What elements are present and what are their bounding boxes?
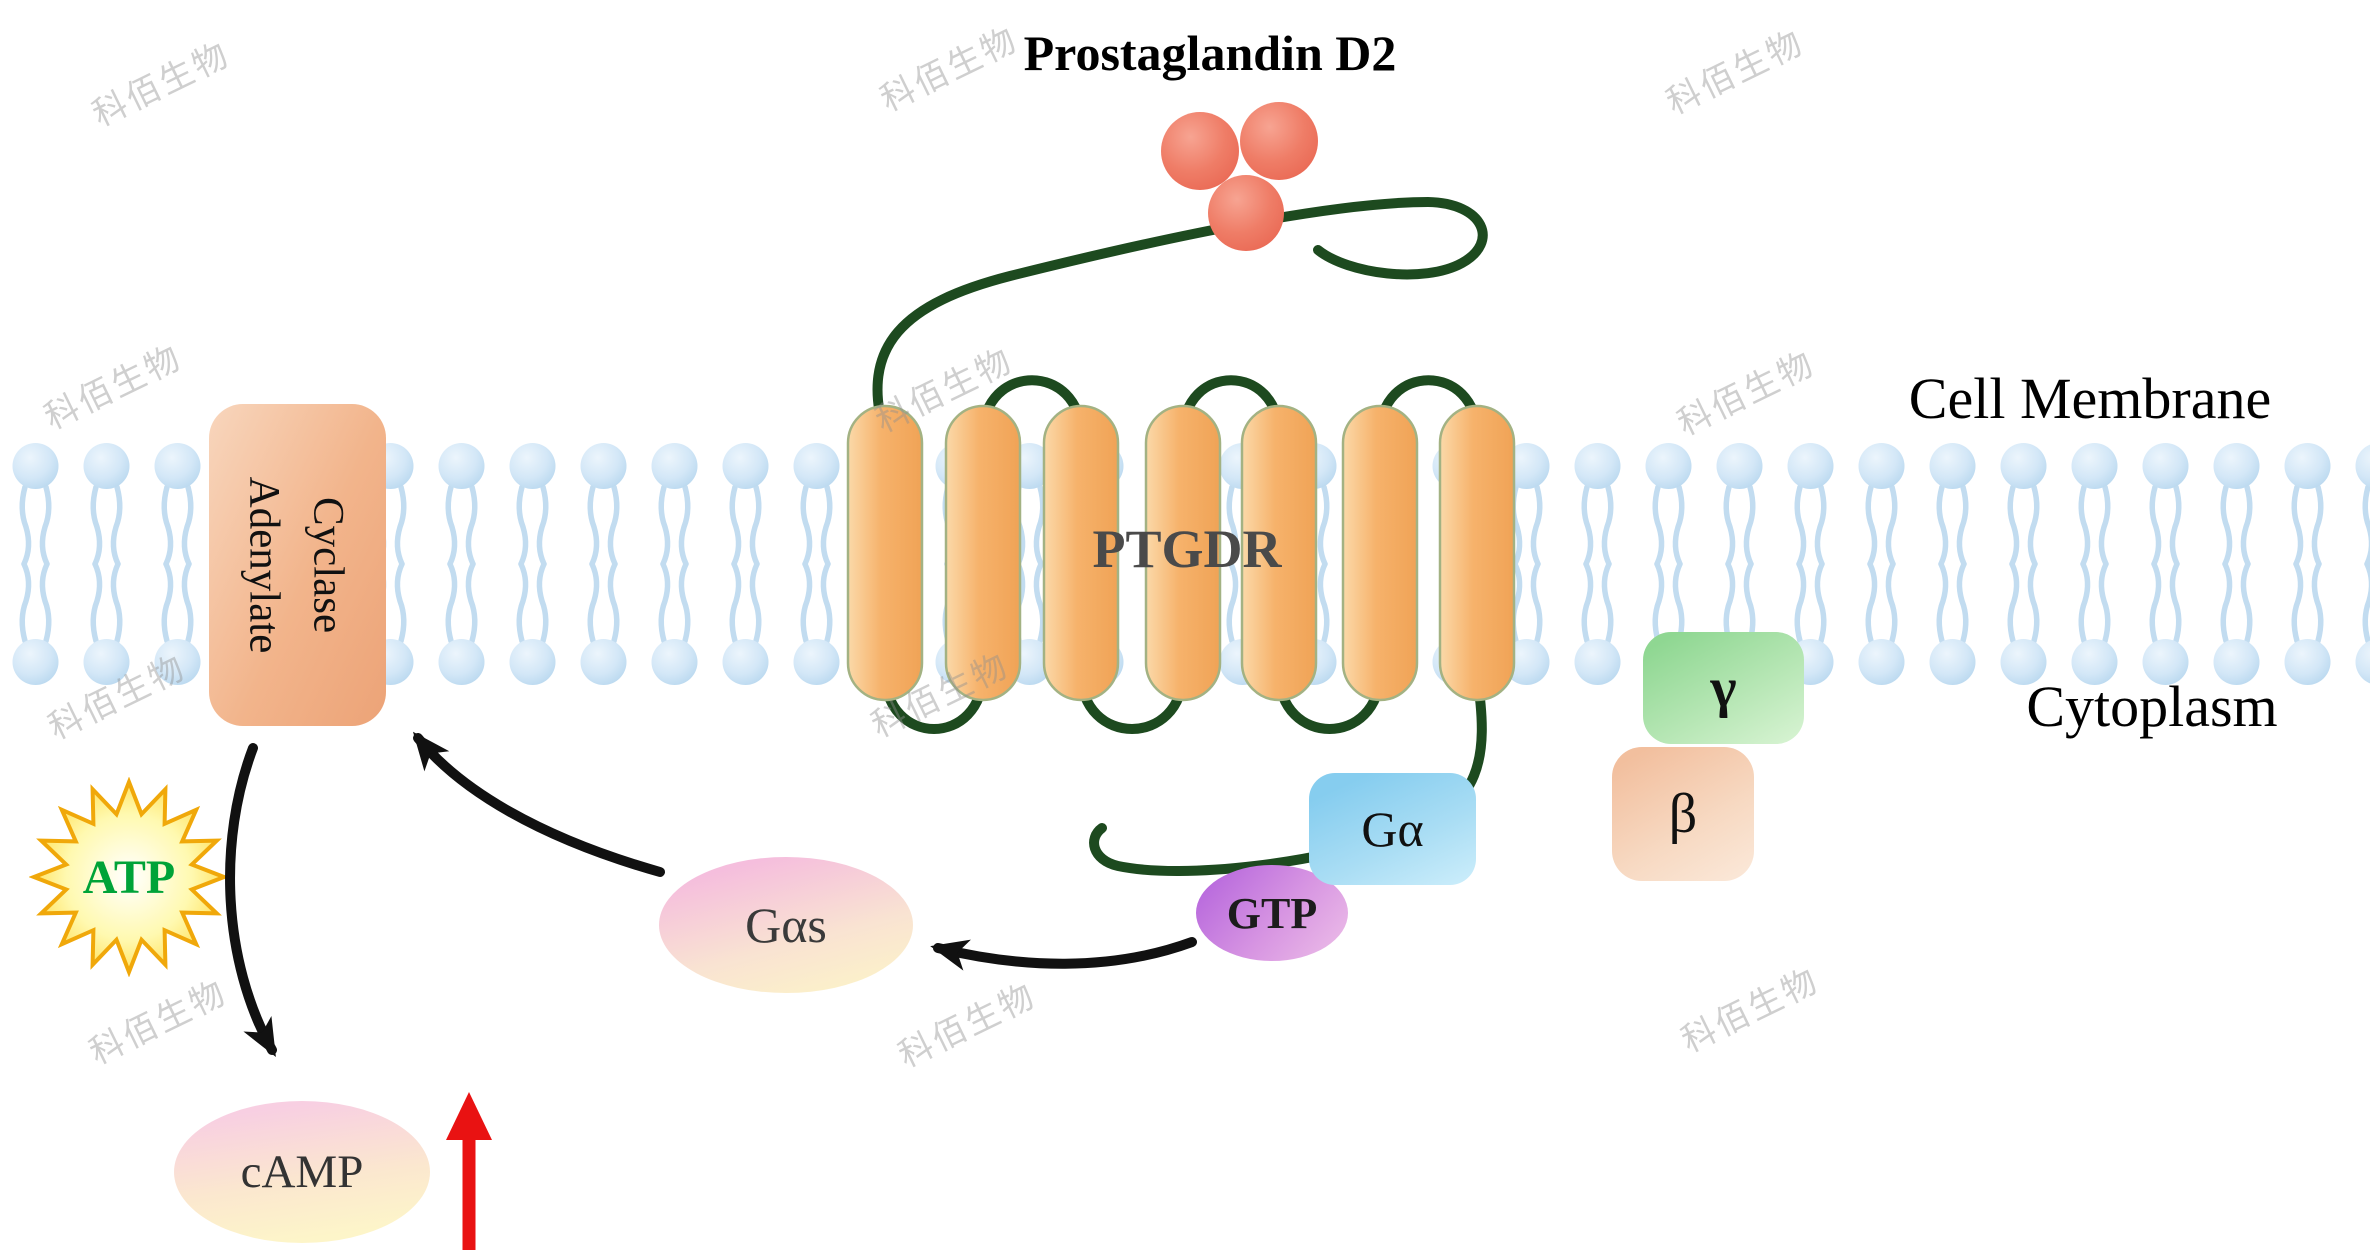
tm-helix-7 bbox=[1438, 404, 1516, 702]
watermark: 科佰生物 bbox=[869, 340, 1020, 442]
arrow-gas-to-adenylate-cyclase bbox=[412, 731, 665, 877]
red-up-arrow bbox=[446, 1092, 492, 1250]
ligand-molecule-1 bbox=[1161, 112, 1239, 190]
adenylate-cyclase-label-line1: Adenylate bbox=[240, 476, 288, 654]
tm-helix-1 bbox=[846, 404, 924, 702]
camp-label: cAMP bbox=[240, 1146, 364, 1198]
receptor-label: PTGDR bbox=[1092, 519, 1282, 579]
g-alpha-subunit: Gα bbox=[1309, 773, 1476, 885]
watermark: 科佰生物 bbox=[38, 337, 189, 439]
extracellular-loop-3 bbox=[1375, 375, 1482, 440]
gas-ellipse: Gαs bbox=[659, 857, 913, 993]
watermark: 科佰生物 bbox=[42, 647, 193, 749]
arrow-adenylate-cyclase-to-camp bbox=[225, 743, 277, 1057]
watermark: 科佰生物 bbox=[892, 975, 1043, 1077]
g-alpha-label: Gα bbox=[1361, 801, 1424, 857]
watermark: 科佰生物 bbox=[86, 34, 237, 136]
cytoplasm-label: Cytoplasm bbox=[2026, 674, 2278, 739]
diagram-title: Prostaglandin D2 bbox=[1023, 25, 1397, 81]
watermark: 科佰生物 bbox=[1671, 343, 1822, 445]
arrow-gtp-to-gas bbox=[930, 937, 1197, 971]
extracellular-loop-1 bbox=[978, 375, 1086, 440]
adenylate-cyclase-label-line2: Cyclase bbox=[304, 496, 352, 634]
watermark: 科佰生物 bbox=[1660, 22, 1811, 124]
ligand-molecule-3 bbox=[1208, 175, 1284, 251]
intracellular-loop-2 bbox=[1076, 667, 1188, 734]
gas-label: Gαs bbox=[745, 897, 827, 953]
tm-helix-6 bbox=[1341, 404, 1419, 702]
camp-ellipse: cAMP bbox=[174, 1101, 430, 1243]
watermark: 科佰生物 bbox=[83, 972, 234, 1074]
watermark: 科佰生物 bbox=[865, 645, 1016, 747]
atp-label: ATP bbox=[82, 851, 176, 904]
ligand-molecule-2 bbox=[1240, 102, 1318, 180]
watermark: 科佰生物 bbox=[1675, 960, 1826, 1062]
gamma-label: γ bbox=[1710, 657, 1737, 719]
beta-subunit: β bbox=[1612, 747, 1754, 881]
intracellular-loop-3 bbox=[1274, 667, 1385, 734]
atp-starburst bbox=[29, 777, 229, 977]
cell-membrane-label: Cell Membrane bbox=[1908, 366, 2272, 431]
star-shape bbox=[29, 777, 229, 977]
gtp-label: GTP bbox=[1226, 888, 1318, 938]
gamma-subunit: γ bbox=[1643, 632, 1804, 744]
adenylate-cyclase: Adenylate Cyclase bbox=[209, 404, 386, 726]
extracellular-loop-2 bbox=[1178, 375, 1284, 440]
beta-label: β bbox=[1668, 783, 1698, 845]
